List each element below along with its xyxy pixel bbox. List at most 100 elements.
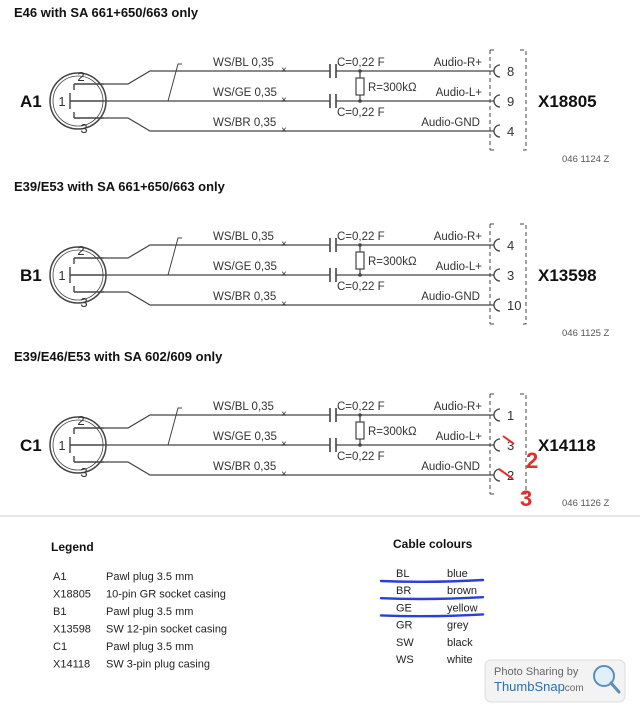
annotation-stroke	[502, 435, 515, 445]
wire-break-mark: ×	[281, 65, 287, 76]
wire-r	[104, 70, 330, 85]
cable-colours-title: Cable colours	[393, 537, 473, 551]
colour-name: white	[446, 654, 473, 666]
junction-dot	[358, 443, 362, 447]
junction-dot	[358, 273, 362, 277]
capacitor-label: C=0,22 F	[337, 401, 385, 413]
colour-code: GE	[396, 602, 412, 614]
signal-label: Audio-L+	[436, 431, 483, 443]
colour-code: WS	[396, 654, 414, 666]
plug-pin-label: 2	[77, 413, 84, 428]
legend-code: B1	[53, 606, 66, 618]
shield-line	[167, 63, 182, 102]
colour-code: BL	[396, 568, 409, 580]
watermark-background	[484, 659, 626, 703]
legend-desc: 10-pin GR socket casing	[106, 589, 226, 601]
resistor-body	[355, 77, 365, 96]
wire-break-mark: ×	[281, 439, 287, 450]
section-title: E46 with SA 661+650/663 only	[14, 5, 199, 20]
wire-break-mark: ×	[281, 125, 287, 136]
connector-socket	[493, 468, 501, 482]
resistor-body	[355, 251, 365, 270]
plug-pin-label: 3	[80, 465, 87, 480]
wire-label: WS/BR 0,35	[213, 461, 276, 473]
connector-socket	[493, 94, 501, 108]
wire-break-mark: ×	[281, 469, 287, 480]
connector-label: X14118	[538, 436, 596, 455]
colour-code: GR	[396, 620, 413, 632]
signal-label: Audio-L+	[436, 261, 483, 273]
shield-line	[167, 237, 182, 276]
capacitor-label: C=0,22 F	[337, 231, 385, 243]
connector-socket	[493, 64, 501, 78]
connector-socket	[493, 408, 501, 422]
signal-label: Audio-R+	[434, 231, 483, 243]
annotation-number: 2	[526, 448, 538, 473]
resistor-label: R=300kΩ	[368, 82, 417, 94]
wire-label: WS/BR 0,35	[213, 291, 276, 303]
colour-name: blue	[447, 568, 468, 580]
legend-code: C1	[53, 641, 67, 653]
legend-title: Legend	[51, 540, 94, 554]
signal-label: Audio-GND	[421, 291, 480, 303]
connector-pin-label: 2	[507, 468, 514, 483]
wire-label: WS/GE 0,35	[213, 431, 277, 443]
plug-label: C1	[20, 436, 42, 455]
connector-housing	[489, 49, 527, 151]
connector-pin-label: 3	[507, 268, 514, 283]
diagram-code: 046 1124 Z	[562, 154, 610, 165]
wire-label: WS/GE 0,35	[213, 87, 277, 99]
plug-pin-label: 1	[58, 94, 65, 109]
legend-desc: SW 3-pin plug casing	[106, 659, 210, 671]
colour-name: grey	[447, 620, 469, 632]
connector-socket	[493, 438, 501, 452]
legend-code: X14118	[53, 659, 90, 671]
connector-housing	[489, 223, 527, 325]
plug-label: B1	[20, 266, 42, 285]
connector-socket	[493, 298, 501, 312]
wire-label: WS/BL 0,35	[213, 57, 274, 69]
legend-code: X13598	[53, 624, 91, 636]
connector-pin-label: 8	[507, 64, 514, 79]
magnifier-icon-handle	[609, 681, 621, 694]
section-title: E39/E46/E53 with SA 602/609 only	[14, 349, 223, 364]
legend-code: A1	[53, 571, 66, 583]
capacitor-label: C=0,22 F	[337, 451, 385, 463]
plug-pin-label: 1	[58, 268, 65, 283]
connector-pin-label: 4	[507, 124, 514, 139]
capacitor-label: C=0,22 F	[337, 281, 385, 293]
signal-label: Audio-GND	[421, 461, 480, 473]
colour-name: black	[447, 637, 473, 649]
connector-housing	[489, 393, 527, 495]
wire-break-mark: ×	[281, 269, 287, 280]
connector-socket	[493, 124, 501, 138]
wire-label: WS/GE 0,35	[213, 261, 277, 273]
watermark-brand: ThumbSnap	[494, 679, 565, 694]
connector-label: X18805	[538, 92, 597, 111]
resistor-body	[355, 421, 365, 440]
highlight-underline	[379, 596, 485, 601]
plug-pin-label: 2	[77, 243, 84, 258]
wire-label: WS/BL 0,35	[213, 401, 274, 413]
connector-socket	[493, 238, 501, 252]
wire-gnd	[104, 291, 490, 306]
legend-code: X18805	[53, 589, 91, 601]
junction-dot	[358, 243, 362, 247]
wire-break-mark: ×	[281, 239, 287, 250]
connector-pin-label: 3	[507, 438, 514, 453]
resistor-label: R=300kΩ	[368, 426, 417, 438]
wire-break-mark: ×	[281, 95, 287, 106]
section-b1: E39/E53 with SA 661+650/663 onlyB1213WS/…	[14, 179, 610, 339]
colour-code: SW	[396, 637, 414, 649]
signal-label: Audio-L+	[436, 87, 483, 99]
wire-r	[104, 414, 330, 429]
annotation-number: 3	[520, 486, 532, 511]
legend-desc: Pawl plug 3.5 mm	[106, 571, 193, 583]
wire-break-mark: ×	[281, 299, 287, 310]
plug-pin-label: 1	[58, 438, 65, 453]
wire-label: WS/BL 0,35	[213, 231, 274, 243]
